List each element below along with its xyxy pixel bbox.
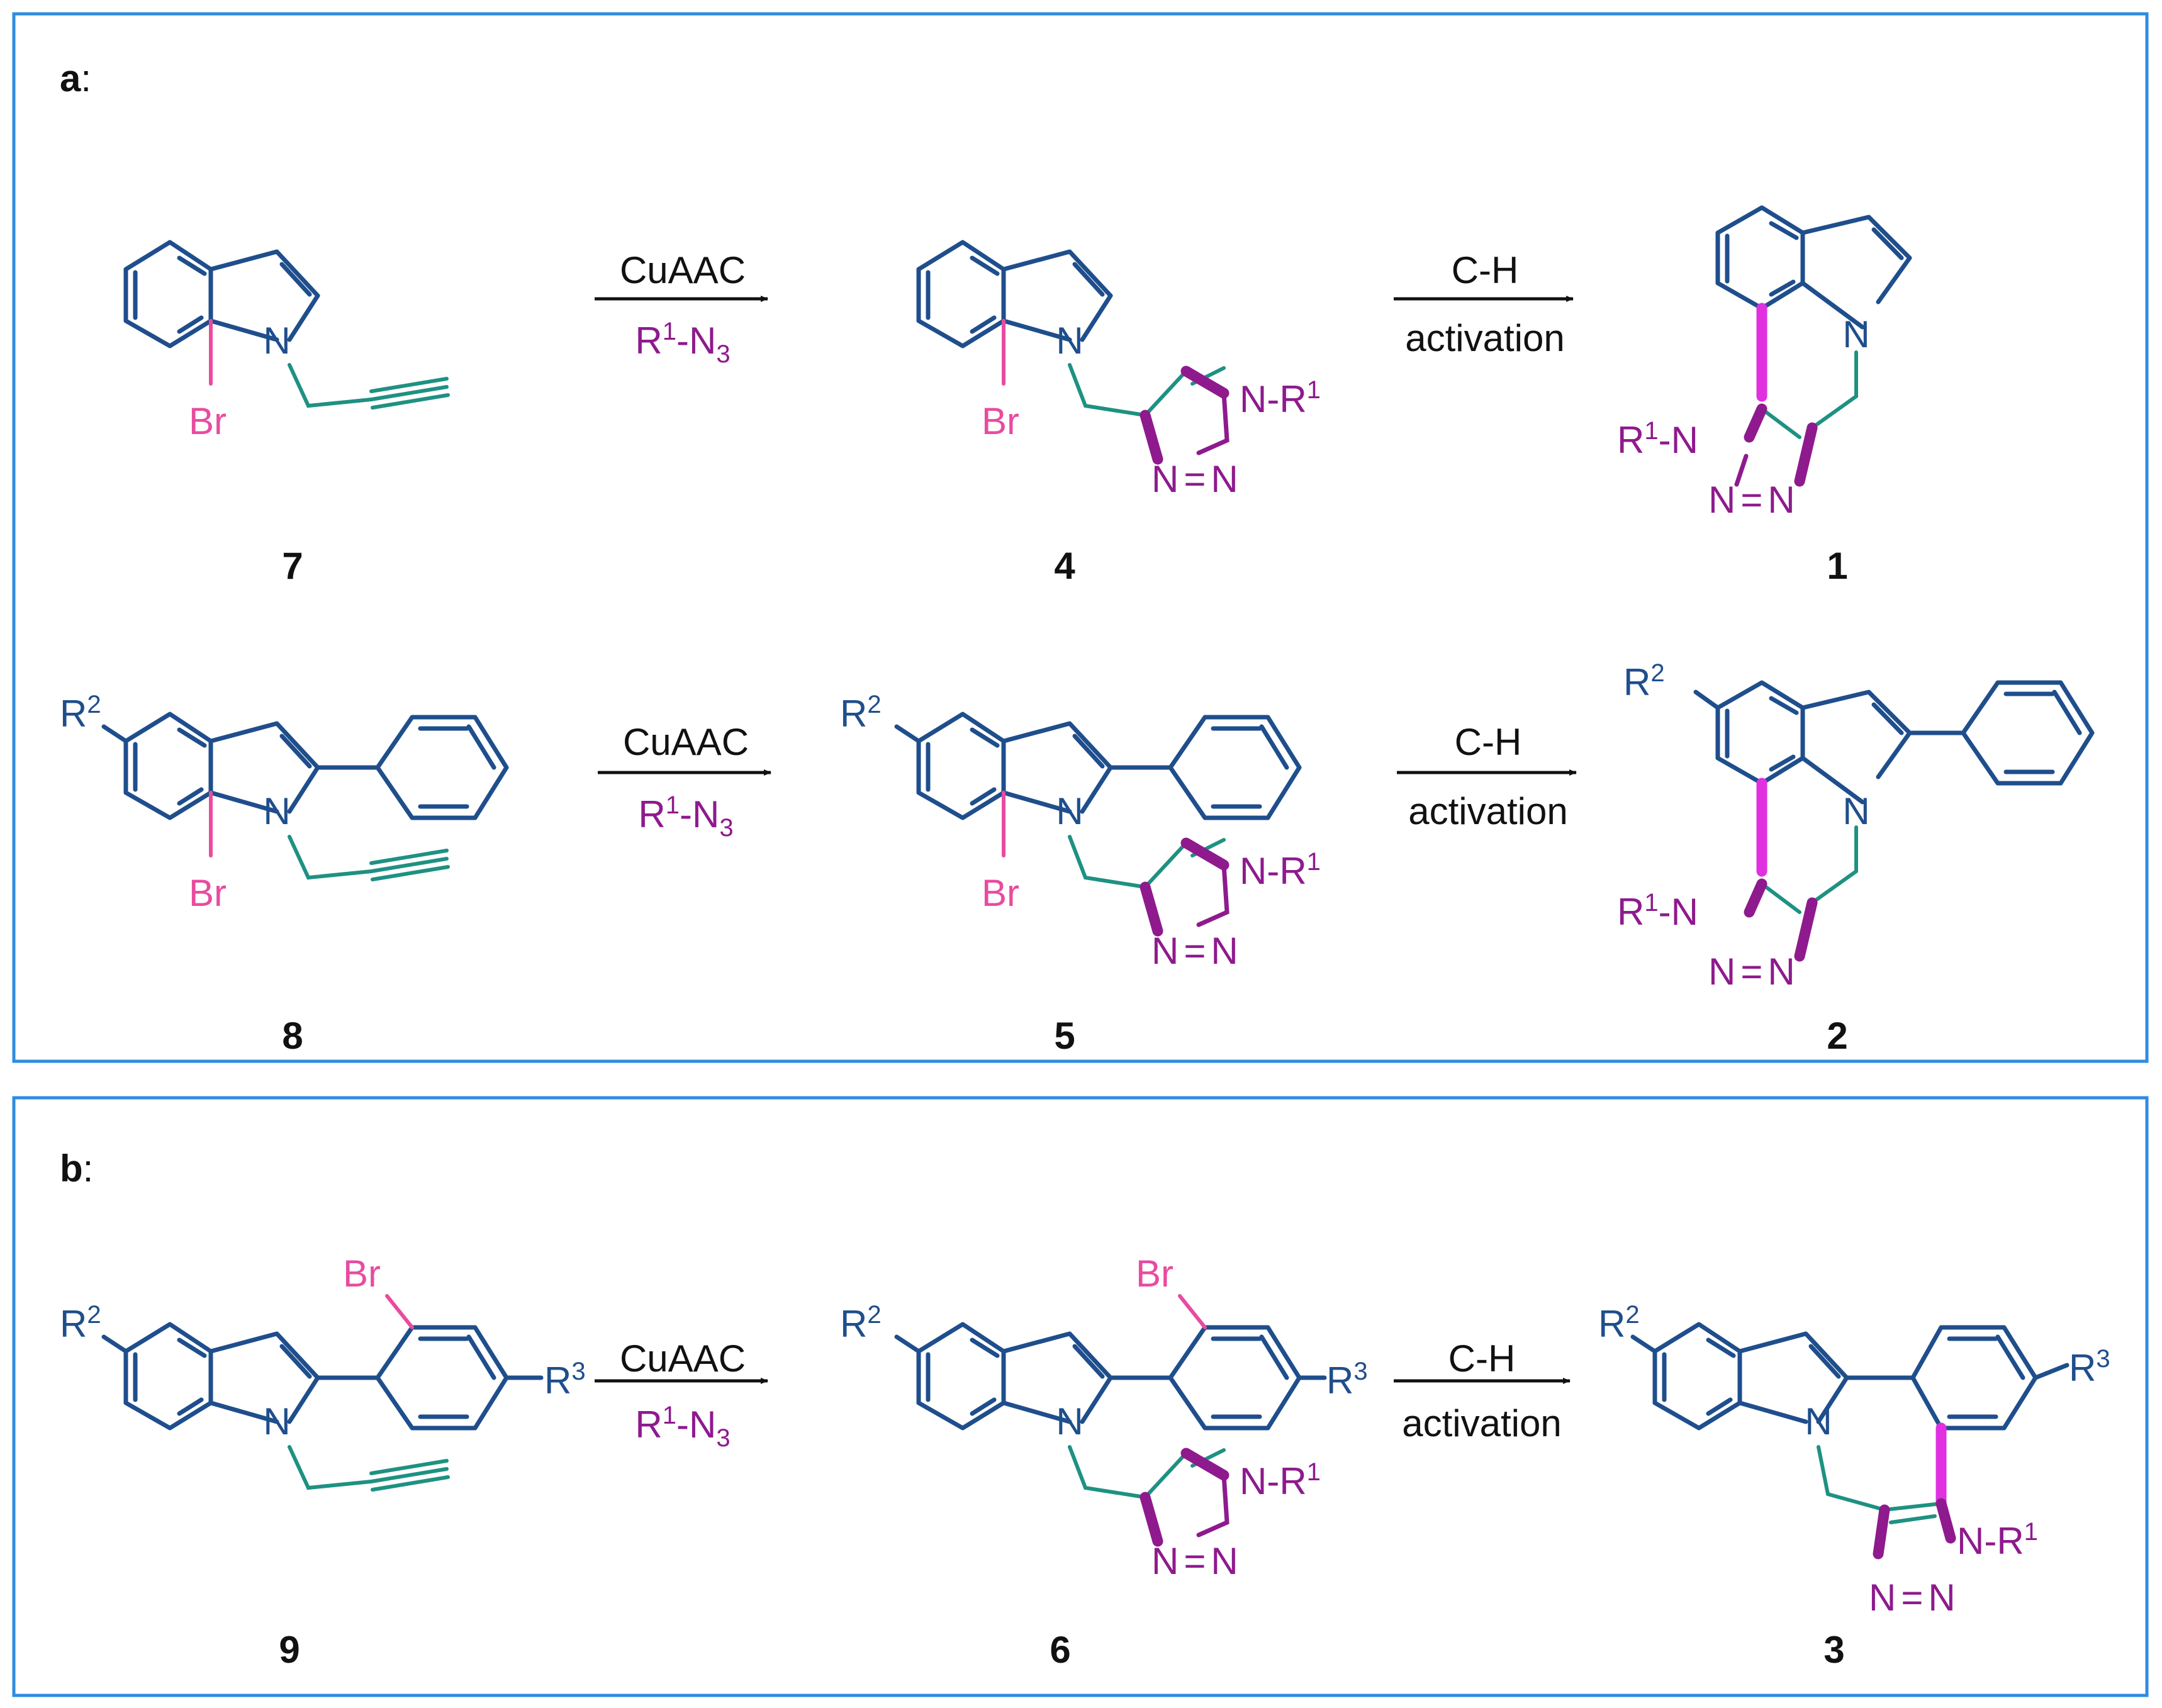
svg-text:N=N: N=N: [1708, 951, 1795, 993]
panel-b-label: b:: [60, 1147, 93, 1190]
svg-text:R3: R3: [544, 1358, 586, 1402]
svg-text:Br: Br: [1136, 1253, 1173, 1295]
compound-label-5: 5: [1054, 1015, 1075, 1057]
panel-a-label: a:: [60, 57, 91, 99]
svg-text:R1-N: R1-N: [1617, 889, 1698, 933]
svg-text:N: N: [1842, 313, 1869, 355]
panel-b-frame: [12, 1096, 2149, 1697]
svg-text:activation: activation: [1402, 1402, 1561, 1444]
svg-text:Br: Br: [189, 400, 227, 442]
compound-label-3: 3: [1823, 1629, 1844, 1671]
arrow-cuaac-1: CuAAC R1-N3: [595, 249, 768, 368]
svg-text:R1-N3: R1-N3: [638, 791, 733, 842]
svg-text:activation: activation: [1408, 790, 1567, 832]
svg-text:N: N: [1056, 1400, 1083, 1443]
compound-8: R2 N Br: [60, 691, 509, 914]
svg-text:N: N: [263, 1400, 290, 1443]
svg-text:R2: R2: [1598, 1301, 1640, 1345]
svg-text:N=N: N=N: [1151, 930, 1238, 972]
svg-text:R2: R2: [60, 691, 101, 735]
svg-text:C-H: C-H: [1455, 721, 1522, 763]
svg-text:N-R1: N-R1: [1240, 376, 1321, 420]
compound-label-4: 4: [1054, 545, 1075, 587]
svg-text:N-R1: N-R1: [1240, 1458, 1321, 1502]
svg-text:R2: R2: [60, 1301, 101, 1345]
panel-a-frame: [12, 12, 2149, 1063]
svg-text:R1-N3: R1-N3: [635, 1402, 730, 1452]
svg-text:N: N: [1056, 790, 1083, 832]
svg-text:N: N: [1805, 1400, 1832, 1443]
svg-text:N=N: N=N: [1151, 1540, 1238, 1582]
compound-label-9: 9: [279, 1629, 300, 1671]
svg-text:N: N: [1842, 790, 1869, 832]
compound-label-8: 8: [282, 1015, 303, 1057]
svg-text:N=N: N=N: [1869, 1577, 1956, 1619]
compound-2: R2 N R1-N N=N: [1617, 659, 2095, 993]
arrow-cuaac-2: CuAAC R1-N3: [598, 721, 771, 842]
arrow-cuaac-3: CuAAC R1-N3: [595, 1337, 768, 1452]
svg-text:CuAAC: CuAAC: [620, 249, 746, 291]
arrow-ch-activation-2: C-H activation: [1397, 721, 1577, 832]
svg-text:R3: R3: [2069, 1345, 2110, 1389]
svg-text:Br: Br: [343, 1253, 381, 1295]
svg-text:N-R1: N-R1: [1240, 848, 1321, 892]
svg-text:CuAAC: CuAAC: [620, 1337, 746, 1380]
svg-text:N=N: N=N: [1708, 479, 1795, 521]
compound-5: R2 N Br N-R1 N=N: [840, 691, 1321, 972]
compound-4: N Br N-R1 N=N: [916, 240, 1321, 500]
compound-6: R3 R2 N Br N-R1 N=N: [840, 1253, 1368, 1582]
svg-text:N: N: [1056, 320, 1083, 362]
svg-text:R2: R2: [840, 1301, 882, 1345]
arrow-ch-activation-3: C-H activation: [1394, 1337, 1571, 1444]
svg-text:C-H: C-H: [1452, 249, 1519, 291]
compound-label-1: 1: [1827, 545, 1847, 587]
compound-label-2: 2: [1827, 1015, 1847, 1057]
svg-text:N: N: [263, 790, 290, 832]
svg-text:R2: R2: [1623, 659, 1665, 703]
svg-text:C-H: C-H: [1448, 1337, 1516, 1380]
svg-text:N=N: N=N: [1151, 458, 1238, 500]
svg-text:CuAAC: CuAAC: [623, 721, 749, 763]
compound-3: R3 R2 N N-R1 N=N: [1598, 1301, 2110, 1619]
svg-text:Br: Br: [189, 872, 227, 914]
svg-text:R1-N3: R1-N3: [635, 318, 730, 368]
compound-9: R3 R2 N Br: [60, 1253, 586, 1492]
compound-7: N Br: [123, 240, 450, 442]
svg-text:N: N: [263, 320, 290, 362]
compound-1: N R1-N N=N: [1617, 205, 1912, 521]
svg-text:activation: activation: [1405, 317, 1564, 359]
svg-text:R2: R2: [840, 691, 882, 735]
svg-text:Br: Br: [982, 872, 1019, 914]
arrow-ch-activation-1: C-H activation: [1394, 249, 1574, 359]
compound-label-7: 7: [282, 545, 303, 587]
svg-text:R1-N: R1-N: [1617, 417, 1698, 461]
svg-text:Br: Br: [982, 400, 1019, 442]
svg-text:N-R1: N-R1: [1957, 1518, 2038, 1562]
compound-label-6: 6: [1050, 1629, 1070, 1671]
svg-text:R3: R3: [1326, 1358, 1368, 1402]
